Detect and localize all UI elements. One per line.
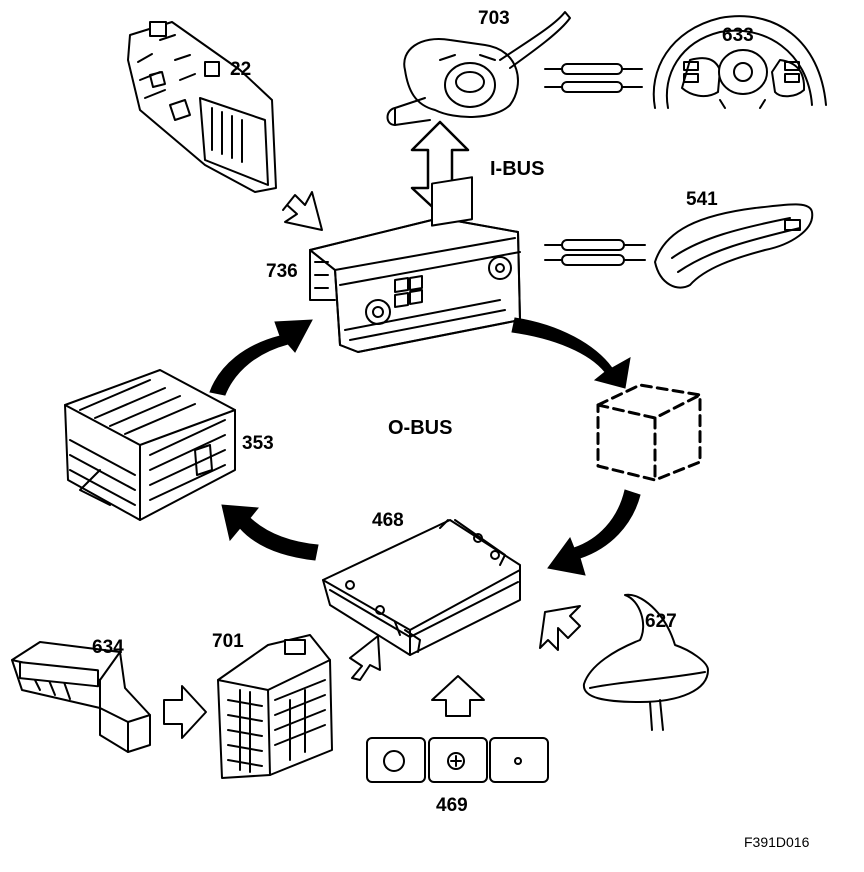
label-obus: O-BUS [388, 417, 453, 439]
figure-code: F391D016 [744, 834, 810, 850]
module-736-drawing [309, 176, 521, 353]
cable-703-633-drawing [544, 63, 643, 93]
arrow-22-to-736 [282, 191, 323, 231]
label-469: 469 [436, 795, 468, 816]
input-arrows [163, 191, 581, 739]
label-701: 701 [212, 631, 244, 652]
arrow-701-to-468 [349, 635, 381, 681]
obus-arrow-468-to-353 [221, 504, 319, 561]
module-353-drawing [64, 369, 236, 521]
obus-arrow-736-to-optional [511, 317, 631, 389]
module-468-drawing [322, 519, 521, 656]
label-633: 633 [722, 25, 754, 46]
module-22-drawing [127, 21, 277, 193]
arrow-469-to-468 [431, 675, 485, 717]
label-541: 541 [686, 189, 718, 210]
label-468: 468 [372, 510, 404, 531]
obus-arrow-353-to-736 [209, 319, 313, 396]
cable-736-541-drawing [544, 239, 646, 266]
label-627: 627 [645, 611, 677, 632]
label-634: 634 [92, 637, 124, 658]
label-22: 22 [230, 59, 252, 80]
obus-ring-arrows [209, 317, 641, 576]
module-703-drawing [386, 11, 571, 126]
label-736: 736 [266, 261, 298, 282]
module-469-drawing [366, 737, 549, 783]
label-703: 703 [478, 8, 510, 29]
module-627-drawing [582, 593, 709, 731]
label-353: 353 [242, 433, 274, 454]
label-ibus: I-BUS [490, 158, 545, 180]
module-633-drawing [652, 15, 827, 109]
optional-module-dashed [596, 383, 702, 482]
module-634-drawing [11, 641, 151, 753]
obus-arrow-optional-to-468 [547, 489, 641, 576]
arrow-634-to-701 [163, 685, 207, 739]
module-541-drawing [654, 203, 814, 289]
module-701-drawing [217, 634, 333, 779]
arrow-627-to-468 [539, 605, 581, 651]
